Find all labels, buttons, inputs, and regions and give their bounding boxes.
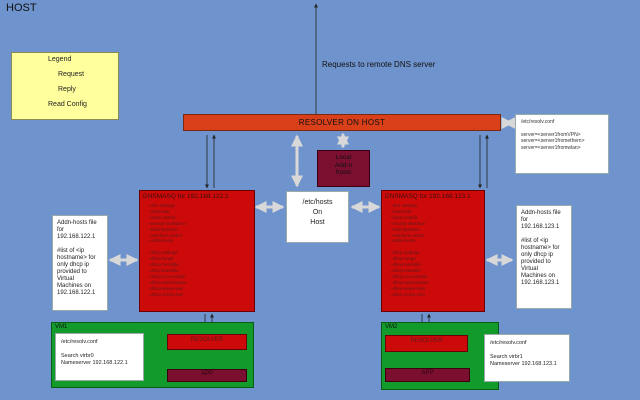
- remote-dns-label: Requests to remote DNS server: [322, 60, 436, 69]
- host-resolv-conf-note: /etc/resolv.conf server=<server1fromVPN>…: [515, 114, 609, 174]
- resolver-on-host-label: RESOLVER ON HOST: [298, 118, 386, 127]
- local-addn-line: hosts: [335, 169, 352, 176]
- legend-reply-label: Reply: [58, 86, 76, 93]
- vm2-app-label: APP: [421, 370, 434, 376]
- legend-request-label: Request: [58, 71, 85, 78]
- note-line: server=<server1fromethern>: [521, 138, 585, 145]
- note-line: server=<server1fromVPN>: [521, 131, 581, 138]
- addn-hosts-note-left: Addn-hosts file for 192.168.122.1 #list …: [52, 215, 108, 311]
- dnsmasq-right-options: --dns settings --bind-inter --listen-int…: [390, 203, 429, 297]
- dnsmasq-left-title: DNSMASQ for 192.168.122.1: [143, 193, 229, 200]
- vm1-resolv-conf-note: /etc/resolv.conf Search virbr0 Nameserve…: [55, 333, 144, 381]
- note-line: /etc/resolv.conf: [521, 119, 555, 125]
- etc-hosts-line: On: [312, 209, 323, 216]
- vm2-resolver: RESOLVER: [385, 335, 468, 352]
- legend: Legend Request Reply Read Config: [11, 52, 119, 120]
- vm1-label: VM1: [55, 324, 68, 330]
- dnsmasq-left-box: DNSMASQ for 192.168.122.1 --dns settings…: [139, 190, 255, 312]
- local-addn-line: Local: [335, 154, 352, 161]
- dnsmasq-left-options: --dns settings --bind-inter --listen-int…: [148, 203, 187, 297]
- dnsmasq-right-title: DNSMASQ for 192.168.123.1: [385, 193, 471, 200]
- vm1-resolver-label: RESOLVER: [190, 337, 224, 343]
- local-addn-line: Add-n: [334, 161, 353, 169]
- etc-hosts-line: Host: [310, 219, 325, 226]
- vm2-resolv-conf-note: /etc/resolv.conf Search virbr1 Nameserve…: [484, 334, 570, 382]
- note-line: server=<server1fromwlan>: [521, 144, 581, 151]
- vm1-resolver: RESOLVER: [167, 334, 247, 350]
- vm1-app-label: APP: [200, 371, 213, 377]
- vm2-label: VM2: [385, 324, 398, 330]
- addn-hosts-note-right: Addn-hosts file for 192.168.123.1 #list …: [516, 205, 572, 309]
- etc-hosts-line: /etc/hosts: [302, 199, 333, 206]
- etc-hosts-box: /etc/hosts On Host: [286, 191, 349, 243]
- host-title: HOST: [6, 2, 37, 14]
- local-addn-hosts-box: Local Add-n hosts: [317, 150, 370, 187]
- legend-read-config-label: Read Config: [48, 101, 87, 108]
- resolver-on-host: RESOLVER ON HOST: [183, 114, 501, 131]
- vm1-app: APP: [167, 369, 247, 382]
- legend-title: Legend: [48, 56, 72, 63]
- dnsmasq-right-box: DNSMASQ for 192.168.123.1 --dns settings…: [381, 190, 485, 312]
- vm2-app: APP: [385, 368, 470, 382]
- vm2-resolver-label: RESOLVER: [410, 338, 443, 344]
